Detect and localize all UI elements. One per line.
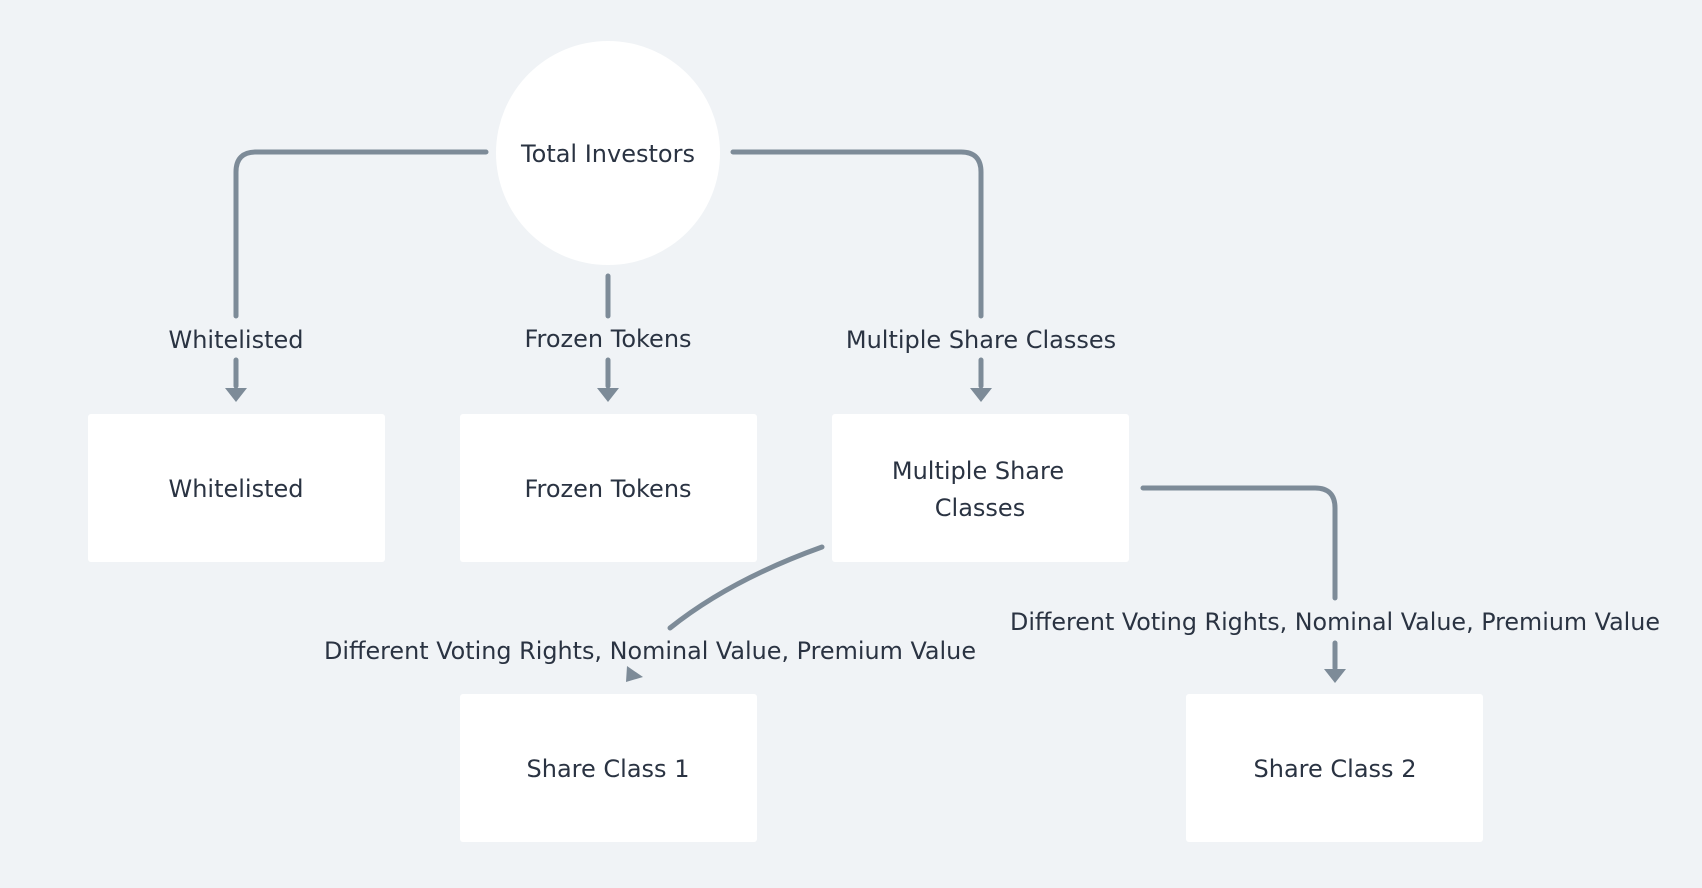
node-frozen-tokens-label: Frozen Tokens	[524, 475, 691, 503]
node-whitelisted-label: Whitelisted	[168, 475, 303, 503]
node-share-class-1[interactable]: Share Class 1	[460, 694, 757, 842]
node-multiple-share-classes-label-line2: Classes	[935, 494, 1025, 522]
arrowhead-class1	[626, 666, 643, 682]
node-share-class-1-shape	[460, 694, 757, 842]
node-multiple-share-classes-shape	[832, 414, 1129, 562]
edge-label-whitelisted: Whitelisted	[168, 326, 303, 354]
node-share-class-2[interactable]: Share Class 2	[1186, 694, 1483, 842]
arrowhead-whitelisted	[225, 388, 247, 402]
arrowhead-class2	[1324, 669, 1346, 683]
edge-multi-to-class2	[1140, 485, 1338, 601]
arrowhead-multi	[970, 388, 992, 402]
node-whitelisted-shape	[88, 414, 385, 562]
edge-label-multiple-share-classes: Multiple Share Classes	[846, 326, 1116, 354]
node-share-class-2-shape	[1186, 694, 1483, 842]
edge-label-share-class-2: Different Voting Rights, Nominal Value, …	[1010, 608, 1660, 636]
node-frozen-tokens-shape	[460, 414, 757, 562]
edge-label-frozen-tokens: Frozen Tokens	[524, 325, 691, 353]
node-frozen-tokens[interactable]: Frozen Tokens	[460, 414, 757, 562]
edge-multi-to-class1	[667, 544, 825, 631]
edge-label-share-class-1: Different Voting Rights, Nominal Value, …	[324, 637, 976, 665]
node-total-investors[interactable]: Total Investors	[496, 41, 720, 265]
edge-root-to-whitelisted	[233, 149, 489, 319]
node-multiple-share-classes-label-line1: Multiple Share	[892, 457, 1064, 485]
node-whitelisted[interactable]: Whitelisted	[88, 414, 385, 562]
node-total-investors-shape	[496, 41, 720, 265]
node-multiple-share-classes[interactable]: Multiple Share Classes	[832, 414, 1129, 562]
edge-root-to-multi	[730, 149, 984, 319]
arrowhead-frozen	[597, 388, 619, 402]
node-share-class-2-label: Share Class 2	[1254, 755, 1417, 783]
node-share-class-1-label: Share Class 1	[527, 755, 690, 783]
node-total-investors-label: Total Investors	[520, 140, 695, 168]
